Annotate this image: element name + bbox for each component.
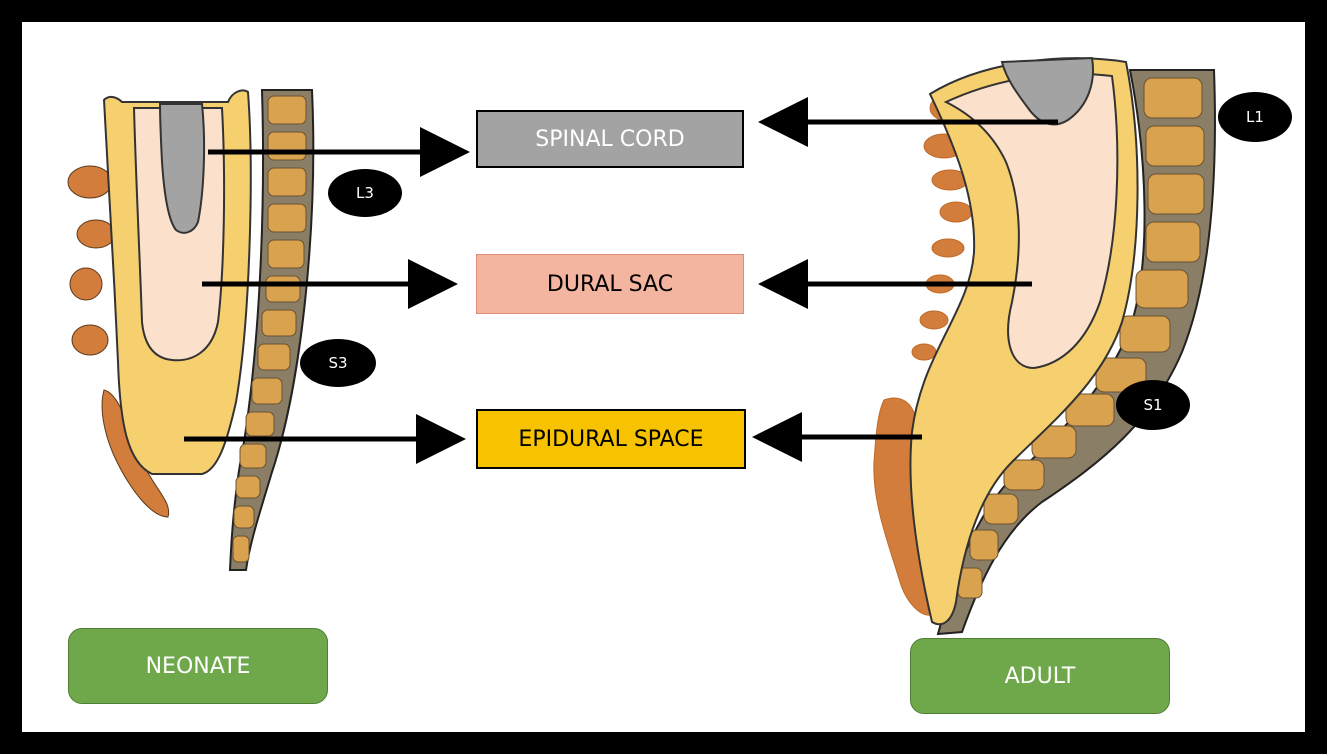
spinal-cord-label: SPINAL CORD xyxy=(476,110,744,168)
dural-sac-label-text: DURAL SAC xyxy=(547,272,673,297)
neonate-title-box: NEONATE xyxy=(68,628,328,704)
neonate-marker-upper: L3 xyxy=(328,169,402,217)
neonate-marker-lower: S3 xyxy=(300,339,376,387)
epidural-space-label-text: EPIDURAL SPACE xyxy=(518,427,703,452)
spinal-cord-label-text: SPINAL CORD xyxy=(535,127,684,152)
epidural-space-label: EPIDURAL SPACE xyxy=(476,409,746,469)
adult-marker-upper: L1 xyxy=(1218,92,1292,142)
adult-marker-lower: S1 xyxy=(1116,380,1190,430)
adult-title-box: ADULT xyxy=(910,638,1170,714)
neonate-marker-lower-text: S3 xyxy=(328,354,347,372)
adult-title-text: ADULT xyxy=(1005,664,1076,689)
dural-sac-label: DURAL SAC xyxy=(476,254,744,314)
adult-marker-lower-text: S1 xyxy=(1143,396,1162,414)
neonate-title-text: NEONATE xyxy=(146,654,251,679)
adult-marker-upper-text: L1 xyxy=(1246,108,1264,126)
neonate-spine-illustration xyxy=(68,90,313,570)
adult-spine-illustration xyxy=(874,58,1215,634)
diagram-panel: SPINAL CORD DURAL SAC EPIDURAL SPACE L3 … xyxy=(22,22,1305,732)
neonate-marker-upper-text: L3 xyxy=(356,184,374,202)
